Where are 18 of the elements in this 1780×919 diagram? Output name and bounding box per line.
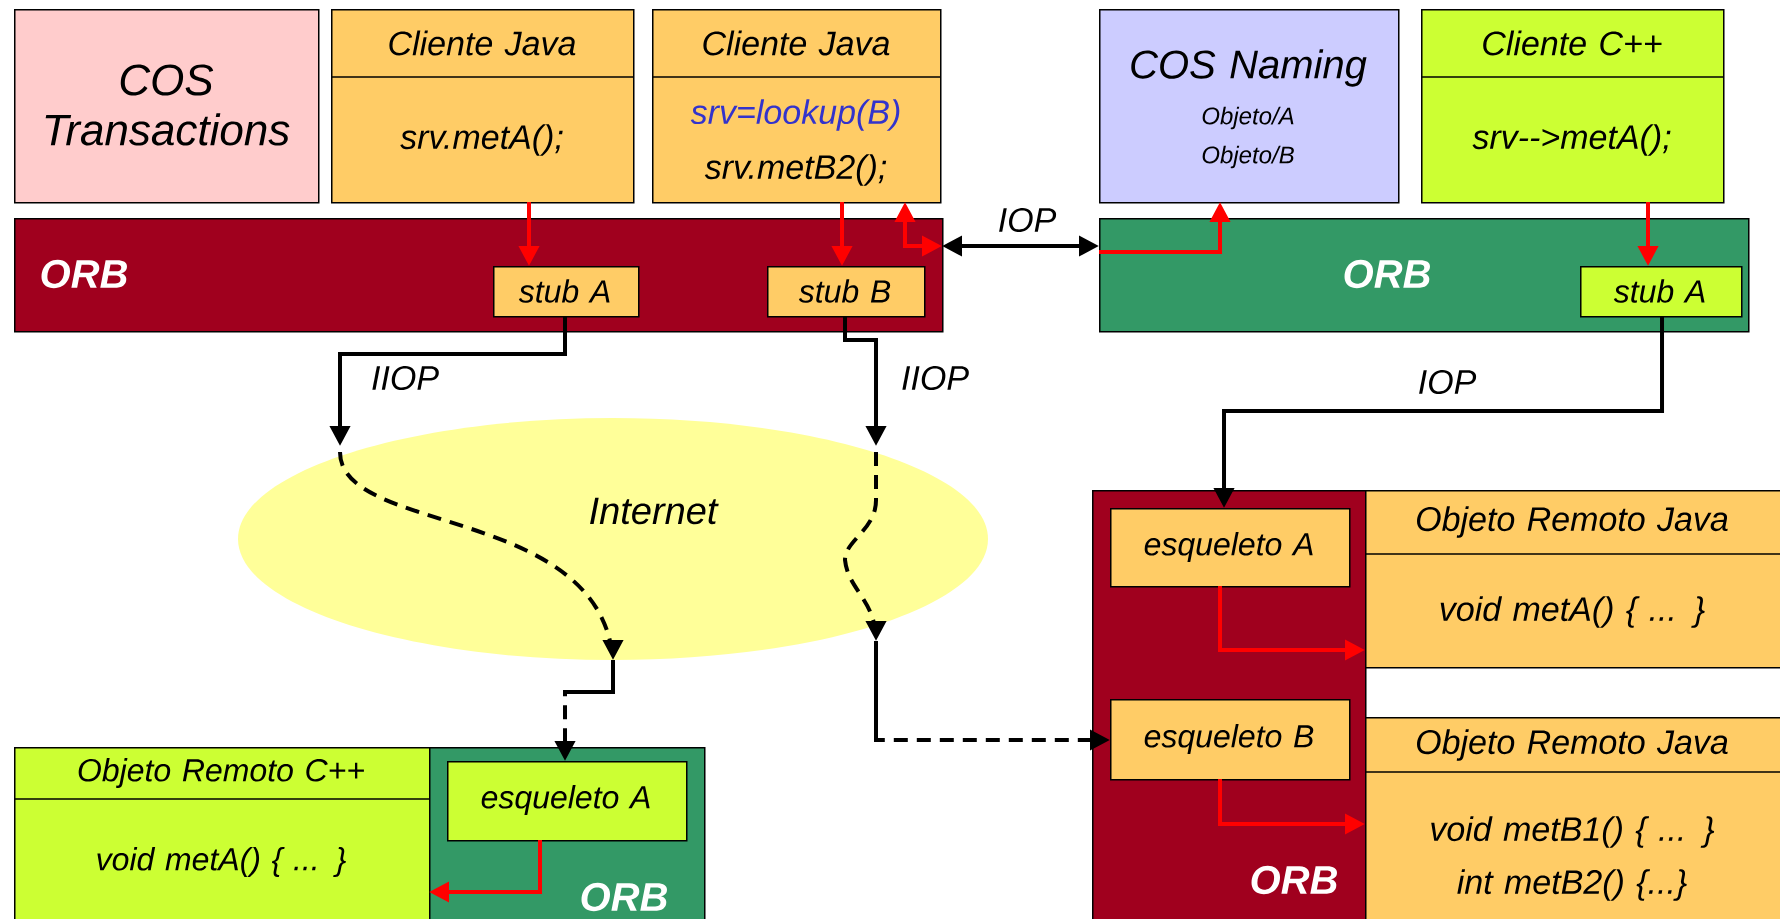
edge-label: IOP bbox=[995, 205, 1059, 235]
class-box: Objeto Remoto C++ void metA() { ... } bbox=[13, 747, 431, 919]
stub-box: stub A bbox=[1580, 266, 1743, 318]
service-box: COS Transactions bbox=[14, 9, 320, 204]
skeleton-box: esqueleto A bbox=[1110, 508, 1351, 588]
edge-label: IIOP bbox=[369, 363, 441, 393]
stub-box: stub A bbox=[493, 266, 640, 318]
class-box: Cliente C++ srv-->metA(); bbox=[1420, 9, 1725, 204]
class-box: Cliente Java srv.metA(); bbox=[330, 9, 635, 204]
edge-label: IIOP bbox=[899, 363, 971, 393]
class-box: Cliente Java srv=lookup(B) srv.metB2(); bbox=[651, 9, 942, 204]
service-box: COS Naming Objeto/A Objeto/B bbox=[1099, 9, 1400, 204]
stub-box: stub B bbox=[767, 266, 926, 318]
skeleton-box: esqueleto A bbox=[447, 761, 688, 842]
skeleton-box: esqueleto B bbox=[1110, 699, 1351, 781]
class-box: Objeto Remoto Java void metB1() { ... } int metB2() {...} bbox=[1364, 717, 1780, 919]
edge-label: IOP bbox=[1415, 367, 1479, 397]
class-box: Objeto Remoto Java void metA() { ... } bbox=[1364, 490, 1780, 669]
